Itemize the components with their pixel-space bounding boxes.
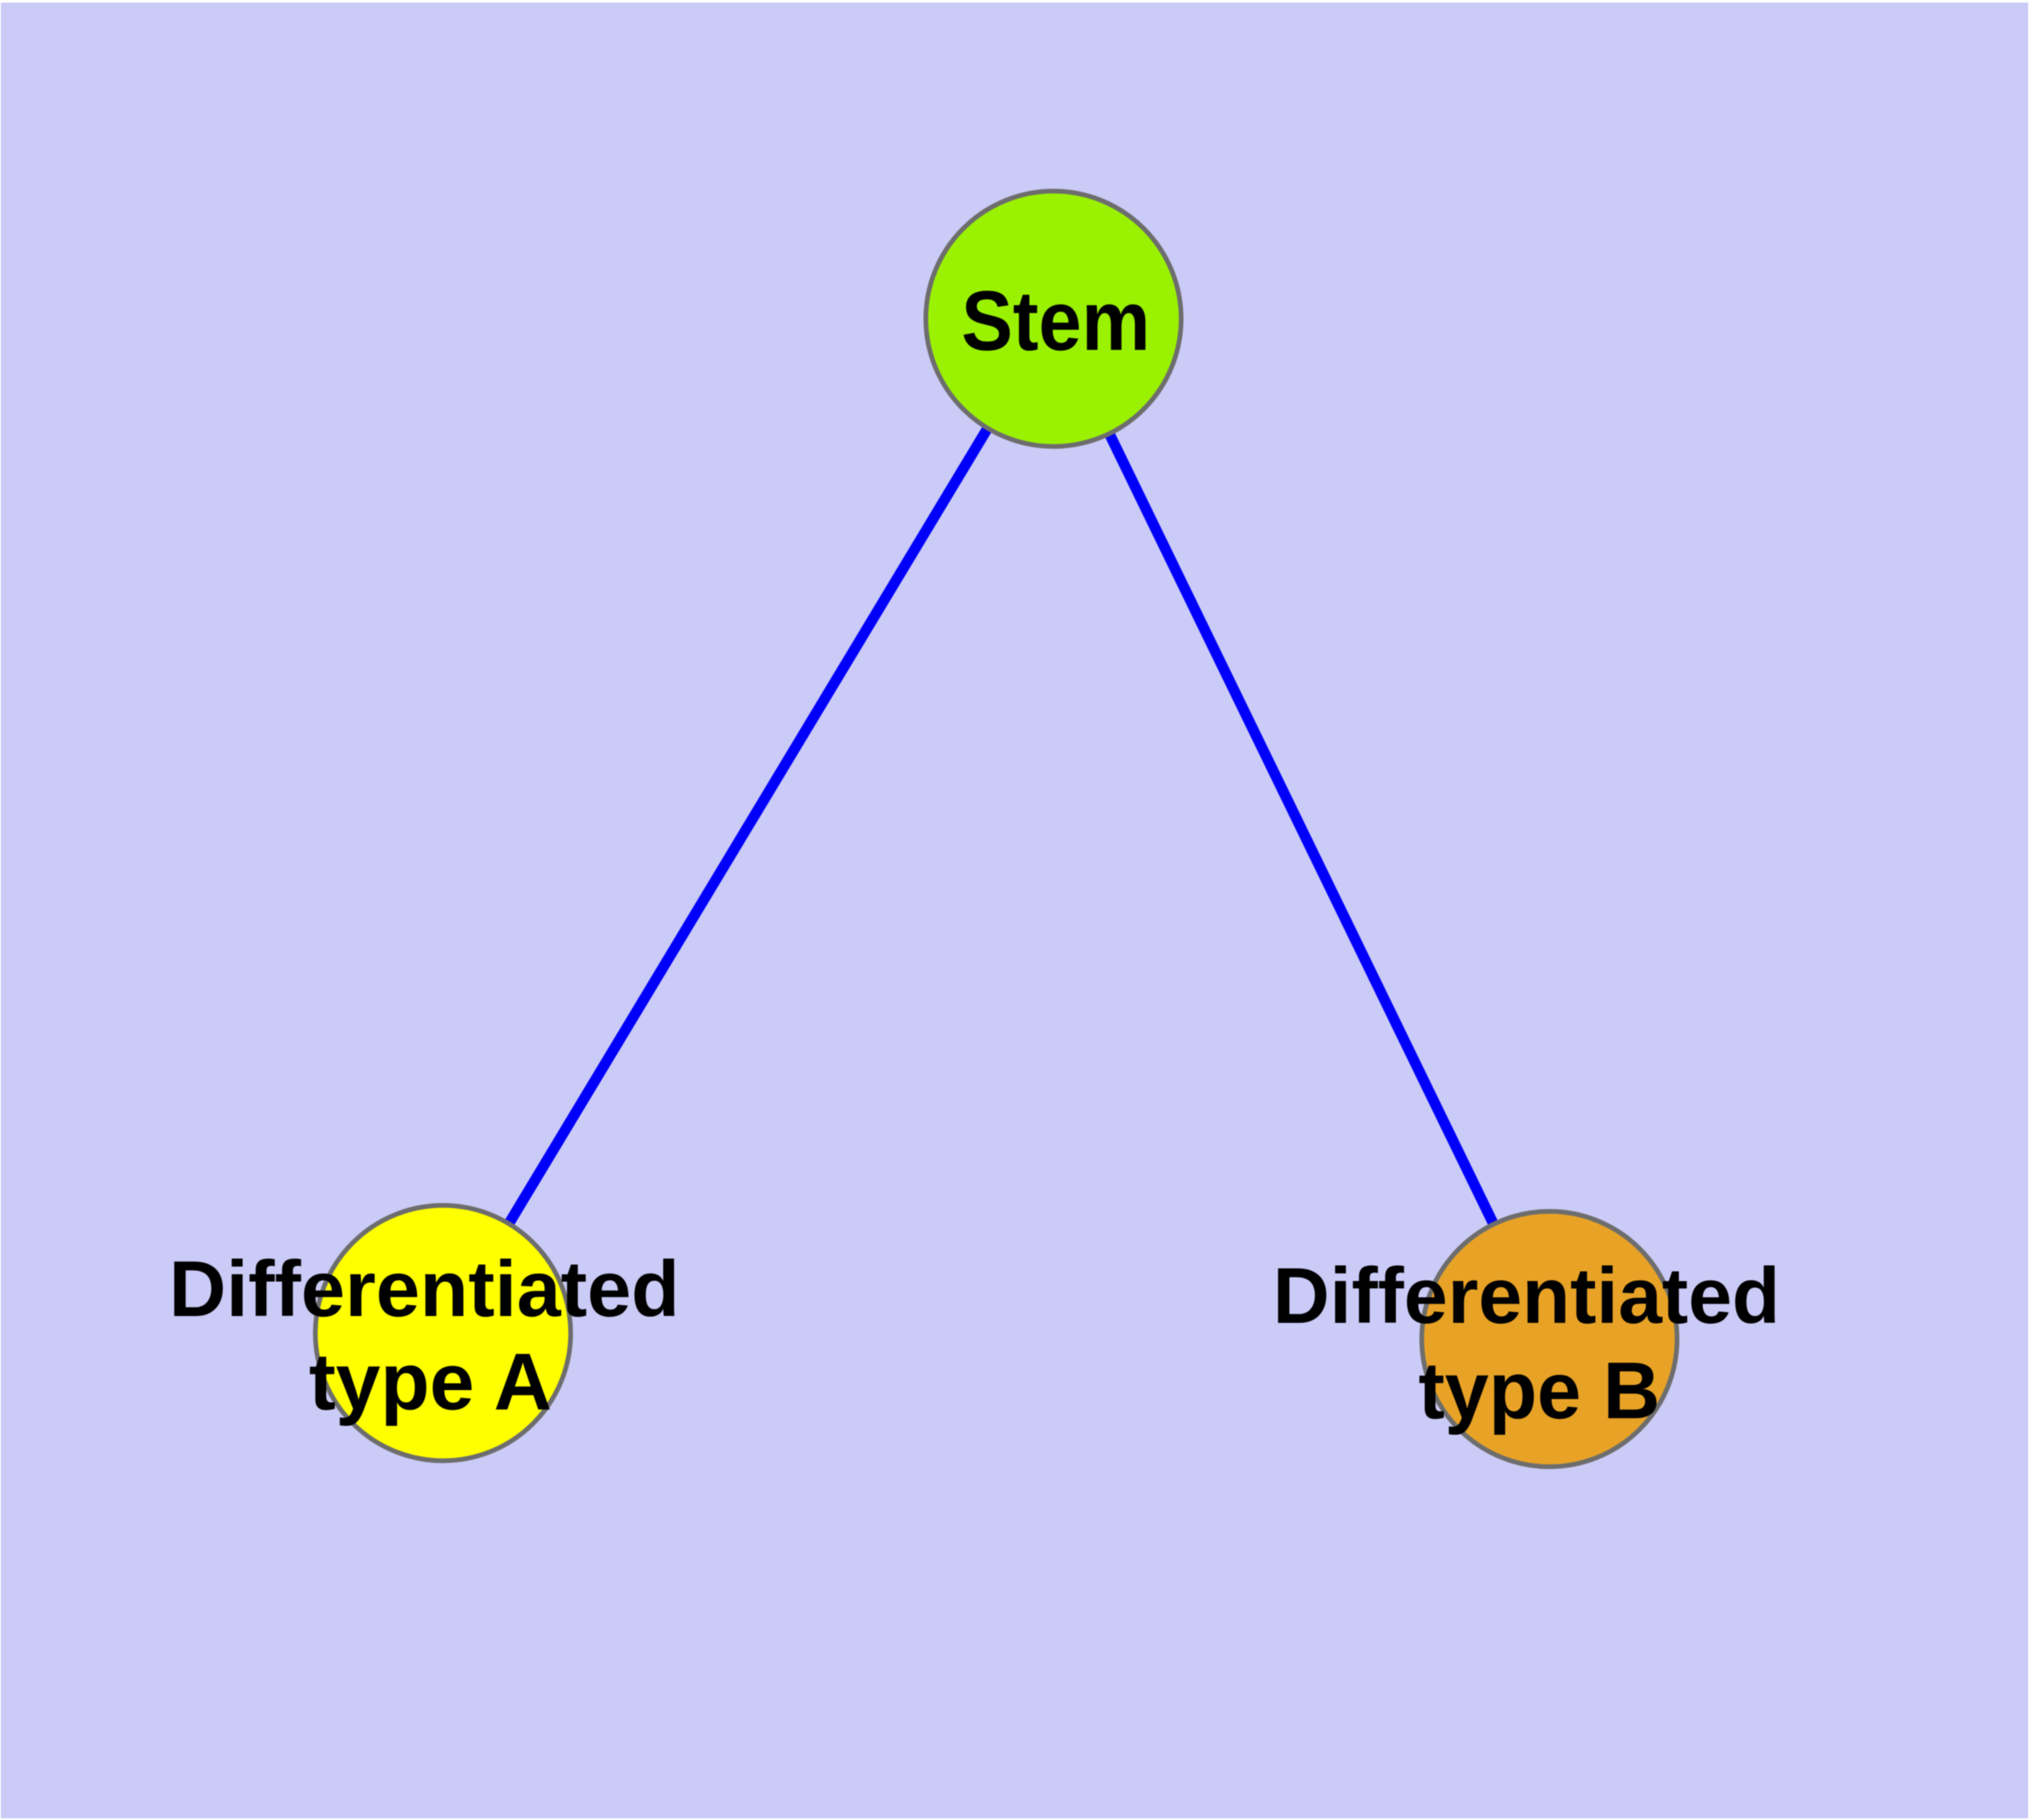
svg-text:Differentiated: Differentiated <box>169 1245 680 1333</box>
svg-text:Stem: Stem <box>962 273 1151 368</box>
svg-text:Differentiated: Differentiated <box>1273 1251 1780 1340</box>
svg-text:type B: type B <box>1419 1346 1660 1436</box>
svg-text:type A: type A <box>309 1337 552 1428</box>
